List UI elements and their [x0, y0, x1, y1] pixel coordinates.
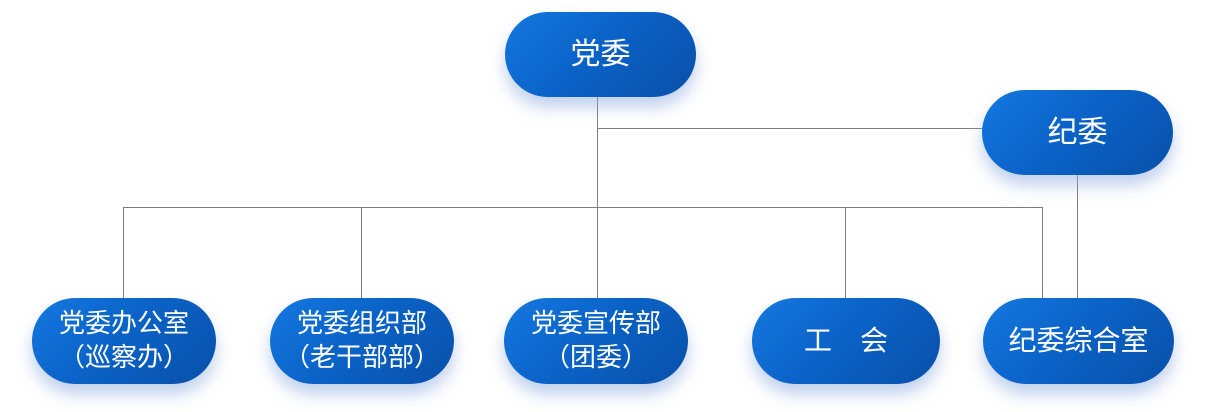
connector-drop-discipline-office	[1042, 207, 1043, 298]
node-discipline-office-label: 纪委综合室	[1008, 323, 1149, 357]
node-labor-union: 工 会	[752, 298, 940, 384]
node-organization-dept-line1: 党委组织部	[296, 308, 427, 339]
node-party-committee: 党委	[505, 12, 696, 97]
node-organization-dept-line2: （老干部部）	[283, 343, 440, 373]
node-party-committee-label: 党委	[570, 36, 631, 72]
node-propaganda-dept-line1: 党委宣传部	[530, 308, 661, 339]
node-propaganda-dept-line2: （团委）	[543, 343, 648, 373]
connector-drop-labor-union	[845, 207, 846, 298]
connector-drop-organization-dept	[361, 207, 362, 298]
node-labor-union-label: 工 会	[803, 323, 888, 357]
node-party-office: 党委办公室 （巡察办）	[32, 298, 216, 384]
connector-discipline-committee-to-discipline-office	[1077, 175, 1078, 298]
node-discipline-committee-label: 纪委	[1047, 114, 1108, 150]
node-organization-dept: 党委组织部 （老干部部）	[270, 298, 454, 384]
connector-bus-horizontal	[123, 207, 1043, 208]
node-party-office-line2: （巡察办）	[58, 343, 189, 373]
node-discipline-committee: 纪委	[982, 90, 1173, 175]
node-propaganda-dept: 党委宣传部 （团委）	[504, 298, 688, 384]
connector-drop-party-office	[123, 207, 124, 298]
node-party-office-line1: 党委办公室	[58, 308, 189, 339]
node-discipline-office: 纪委综合室	[983, 298, 1174, 384]
connector-party-committee-to-discipline-committee	[598, 128, 982, 129]
connector-party-committee-to-propaganda-dept	[597, 97, 598, 298]
